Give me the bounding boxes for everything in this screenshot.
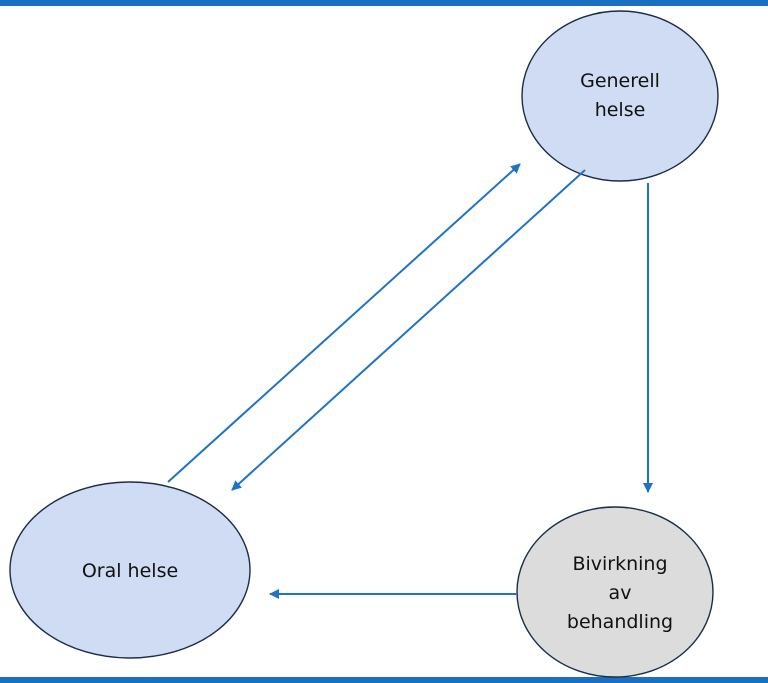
label-line: Bivirkning bbox=[572, 552, 668, 575]
label-line: Generell bbox=[580, 70, 660, 92]
node-bivirkning bbox=[516, 506, 714, 678]
label-generell-helse: Generell helse bbox=[540, 56, 700, 136]
bottom-border-bar bbox=[0, 677, 768, 683]
arrow-oral-to-generell bbox=[167, 163, 521, 483]
arrow-generell-to-oral bbox=[231, 169, 586, 491]
label-line: helse bbox=[594, 99, 646, 121]
label-oral-helse: Oral helse bbox=[40, 553, 220, 589]
label-line: av bbox=[608, 581, 632, 604]
node-generell-helse bbox=[521, 10, 719, 182]
label-bivirkning: Bivirkning av behandling bbox=[555, 546, 685, 640]
label-line: Oral helse bbox=[81, 559, 179, 582]
label-line: behandling bbox=[566, 610, 674, 633]
node-oral-helse bbox=[9, 481, 251, 659]
top-border-bar bbox=[0, 0, 768, 6]
